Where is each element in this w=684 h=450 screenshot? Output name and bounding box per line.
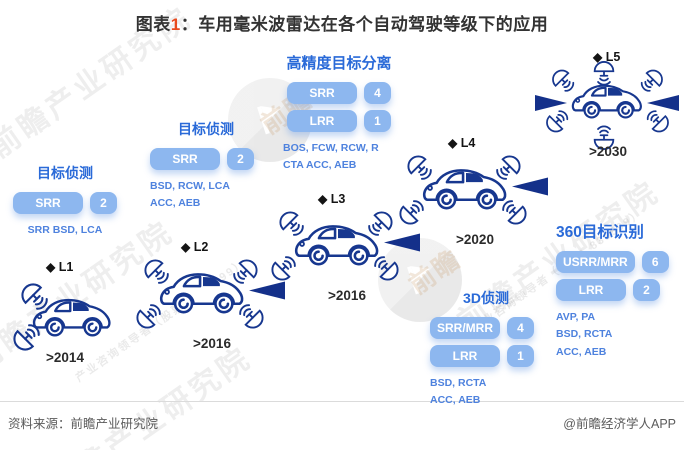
l1-info-panel: 目标侦测 SRR 2 SRR BSD, LCA: [6, 163, 124, 239]
l3-badge-row: SRR 4: [283, 82, 395, 104]
car-icon: [32, 296, 114, 337]
diamond-icon: ◆: [318, 192, 328, 206]
l3-info-panel: 高精度目标分离 SRR 4 LRR 1 BOS, FCW, RCW, R CTA…: [283, 52, 395, 175]
car-icon: [422, 166, 510, 210]
feature-line: ACC, AEB: [556, 345, 607, 358]
footer-divider: [0, 401, 684, 402]
l3-level-label: ◆ L3: [318, 192, 346, 206]
l5-feature-list: AVP, PA BSD, RCTA ACC, AEB: [556, 309, 682, 361]
l4-heading: 3D侦测: [463, 290, 509, 306]
radar-count-badge: 4: [364, 82, 391, 104]
source-note: 资料来源：前瞻产业研究院: [8, 417, 159, 431]
l1-year-label: >2014: [46, 350, 84, 365]
feature-line: BSD, RCW, LCA: [150, 180, 230, 192]
l4-year-label: >2020: [456, 232, 494, 247]
radar-count-badge: 6: [641, 251, 669, 273]
l5-year-label: >2030: [589, 144, 627, 159]
radar-type-badge: LRR: [430, 345, 500, 367]
l5-badge-row: LRR 2: [556, 279, 682, 301]
l2-car-cluster: ◆ L2 >2016: [133, 240, 291, 352]
l4-badge-row: SRR/MRR 4: [430, 317, 542, 339]
feature-line: BOS, FCW, RCW, R: [283, 142, 379, 154]
l2-info-panel: 目标侦测 SRR 2 BSD, RCW, LCA ACC, AEB: [150, 119, 262, 213]
radar-type-badge: SRR: [287, 82, 357, 104]
l4-level-label: ◆ L4: [448, 136, 476, 150]
feature-line: CTA ACC, AEB: [283, 159, 357, 172]
diamond-icon: ◆: [181, 240, 191, 254]
feature-line: AVP, PA: [556, 311, 596, 323]
l5-info-panel: 360目标识别 USRR/MRR 6 LRR 2 AVP, PA BSD, RC…: [556, 220, 682, 361]
l5-heading: 360目标识别: [556, 224, 644, 241]
radar-count-badge: 1: [364, 110, 391, 132]
l2-level-label: ◆ L2: [181, 240, 209, 254]
watermark-logo: [378, 238, 462, 322]
radar-beam-icon: [512, 177, 548, 196]
radar-type-badge: LRR: [556, 279, 626, 301]
l3-car-cluster: ◆ L3 >2016: [268, 192, 426, 304]
radar-type-badge: SRR: [150, 148, 220, 170]
radar-beam-icon: [535, 94, 567, 112]
l2-heading: 目标侦测: [178, 121, 234, 137]
radar-count-badge: 1: [507, 345, 534, 367]
l4-feature-list: BSD, RCTA ACC, AEB: [430, 375, 542, 410]
l1-badge-row: SRR 2: [6, 192, 124, 214]
car-icon: [571, 82, 645, 119]
feature-line: ACC, AEB: [430, 394, 481, 407]
radar-count-badge: 2: [633, 279, 660, 301]
diamond-icon: ◆: [448, 136, 458, 150]
diamond-icon: ◆: [593, 50, 603, 64]
feature-line: BSD, RCTA: [556, 328, 613, 341]
feature-line: SRR BSD, LCA: [27, 224, 103, 236]
app-credit: @前瞻经济学人APP: [563, 417, 676, 431]
radar-type-badge: SRR/MRR: [430, 317, 500, 339]
l3-year-label: >2016: [328, 288, 366, 303]
l4-info-panel: 3D侦测 SRR/MRR 4 LRR 1 BSD, RCTA ACC, AEB: [430, 288, 542, 410]
l5-car-cluster: ◆ L5 >2030: [533, 50, 683, 164]
l4-car-cluster: ◆ L4 >2020: [396, 134, 554, 247]
l3-feature-list: BOS, FCW, RCW, R CTA ACC, AEB: [283, 140, 395, 175]
feature-line: ACC, AEB: [150, 197, 201, 210]
radar-type-badge: LRR: [287, 110, 357, 132]
car-icon: [294, 222, 382, 266]
radar-count-badge: 2: [227, 148, 254, 170]
l2-badge-row: SRR 2: [150, 148, 262, 170]
l5-badge-row: USRR/MRR 6: [556, 251, 682, 273]
radar-type-badge: SRR: [13, 192, 83, 214]
radar-beam-icon: [647, 94, 679, 112]
radar-count-badge: 2: [90, 192, 117, 214]
l4-badge-row: LRR 1: [430, 345, 542, 367]
l1-heading: 目标侦测: [37, 165, 93, 181]
feature-line: BSD, RCTA: [430, 377, 487, 389]
l1-level-label: ◆ L1: [46, 260, 74, 274]
title-index: 1: [170, 15, 181, 34]
l1-feature-list: SRR BSD, LCA: [6, 222, 124, 239]
diamond-icon: ◆: [46, 260, 56, 274]
l2-feature-list: BSD, RCW, LCA ACC, AEB: [150, 178, 262, 213]
l5-level-label: ◆ L5: [593, 50, 621, 64]
l1-car-cluster: ◆ L1 >2014: [6, 258, 124, 368]
l3-heading: 高精度目标分离: [286, 55, 392, 72]
l3-badge-row: LRR 1: [283, 110, 395, 132]
l2-year-label: >2016: [193, 336, 231, 351]
page-title: 图表1：车用毫米波雷达在各个自动驾驶等级下的应用: [135, 15, 549, 34]
radar-count-badge: 4: [507, 317, 534, 339]
radar-type-badge: USRR/MRR: [556, 251, 635, 273]
car-icon: [159, 270, 247, 314]
